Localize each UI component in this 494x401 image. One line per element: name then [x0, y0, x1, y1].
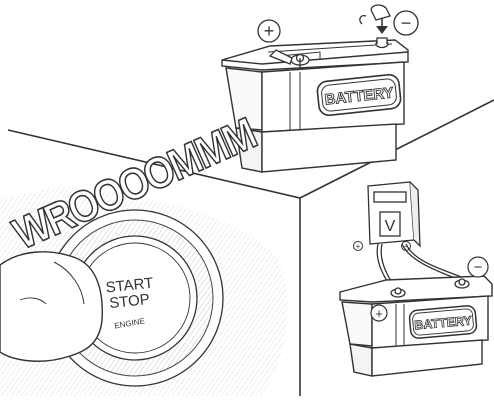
top-plus-symbol: + [264, 21, 275, 41]
voltmeter-unit: V [385, 218, 396, 235]
top-minus-circle-icon: − [394, 11, 418, 35]
bottom-minus-circle-icon: − [468, 257, 488, 277]
top-negative-terminal [376, 38, 388, 48]
bottom-minus-symbol: − [474, 259, 483, 276]
bottom-battery-label: BATTERY [409, 305, 477, 339]
voltmeter-plus-icon: + [354, 242, 363, 252]
top-minus-symbol: − [401, 13, 412, 33]
clip-disconnect-icon [360, 5, 390, 24]
voltmeter [368, 182, 420, 246]
bottom-plus-symbol: + [375, 306, 383, 321]
down-arrow-icon [376, 18, 388, 34]
top-plus-circle-icon: + [258, 20, 280, 42]
bottom-plus-circle-icon: + [371, 305, 387, 321]
thumb-hand-icon [0, 252, 102, 361]
voltmeter-plus-symbol: + [356, 242, 361, 251]
